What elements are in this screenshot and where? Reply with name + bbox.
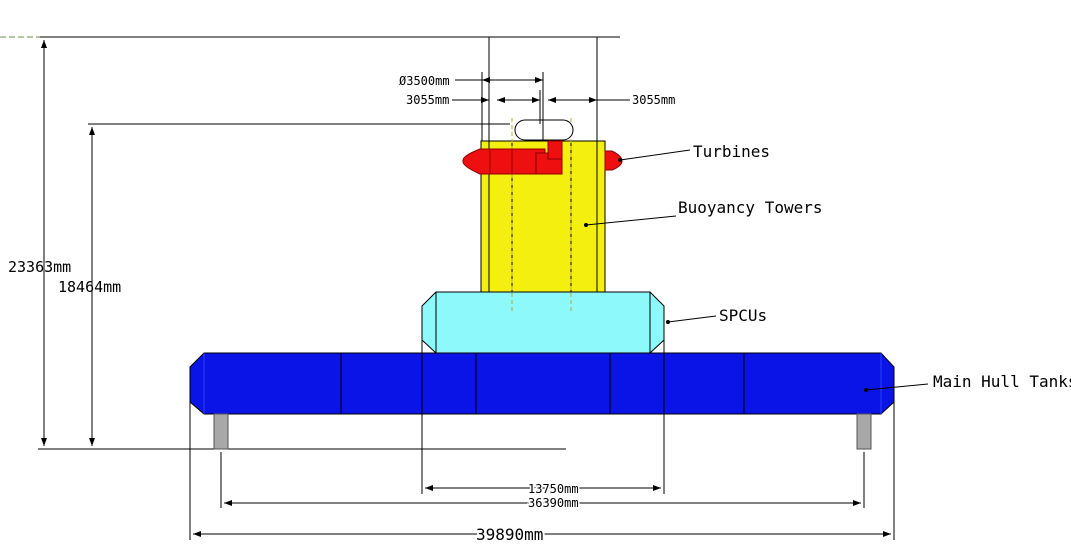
turbines-label: Turbines bbox=[693, 142, 770, 161]
spcus-label: SPCUs bbox=[719, 306, 767, 325]
turbines-leader bbox=[618, 149, 691, 162]
spcu-tank bbox=[421, 291, 665, 354]
tower-height-label: 18464mm bbox=[58, 278, 121, 296]
turbines bbox=[462, 140, 623, 175]
main-hull-tanks-label: Main Hull Tanks bbox=[933, 372, 1071, 391]
buoyancy-towers bbox=[480, 118, 606, 312]
spcu-width-label: 13750mm bbox=[528, 482, 579, 496]
spacing-right-label: 3055mm bbox=[632, 93, 675, 107]
main-hull-tanks-leader bbox=[864, 383, 929, 392]
right-leg bbox=[856, 413, 872, 450]
spcus-leader bbox=[666, 315, 717, 324]
buoyancy-towers-label: Buoyancy Towers bbox=[678, 198, 823, 217]
overall-width-label: 39890mm bbox=[476, 525, 543, 544]
turbine-top-capsule bbox=[514, 119, 574, 141]
spacing-left-label: 3055mm bbox=[406, 93, 449, 107]
left-leg bbox=[213, 413, 229, 450]
buoyancy-towers-leader bbox=[584, 215, 677, 227]
main-hull-tanks bbox=[189, 352, 895, 415]
diameter-label: Ø3500mm bbox=[399, 74, 450, 88]
total-height-label: 23363mm bbox=[8, 258, 71, 276]
leg-spacing-label: 36390mm bbox=[528, 496, 579, 510]
